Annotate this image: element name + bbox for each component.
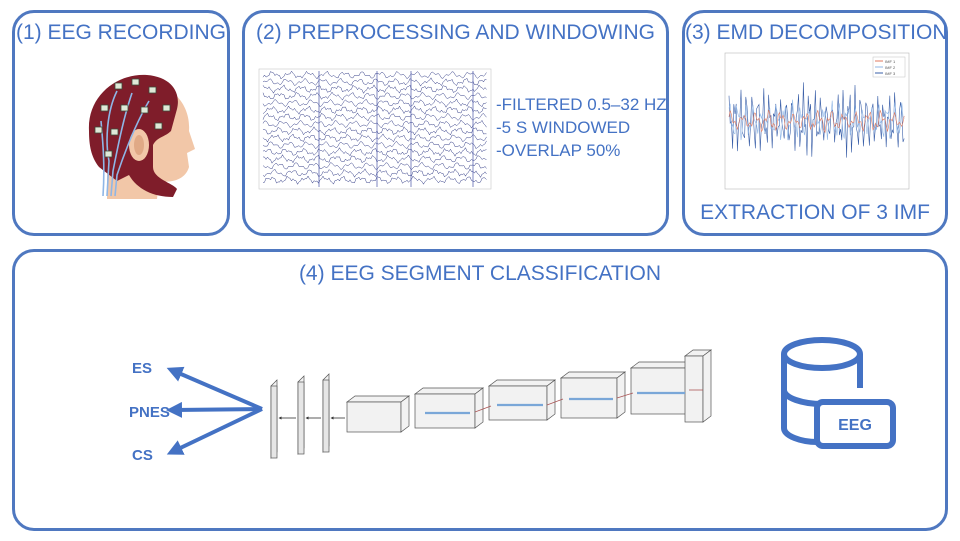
imf-trace xyxy=(728,109,905,134)
eeg-channel-trace xyxy=(262,70,487,80)
eeg-channel-trace xyxy=(262,154,487,164)
panel-emd-decomposition: (3) EMD DECOMPOSITION IMF 1 IMF 2 IMF 3 … xyxy=(682,10,948,236)
database-label: EEG xyxy=(838,417,872,434)
output-arrows xyxy=(166,366,263,455)
panel-title: (1) EEG RECORDING xyxy=(15,21,227,44)
eeg-cap-head-illustration xyxy=(88,74,195,199)
eeg-channel-trace xyxy=(262,84,487,94)
class-label-cs: CS xyxy=(132,447,153,464)
eeg-channel-trace xyxy=(262,140,487,150)
panel-title: (2) PREPROCESSING AND WINDOWING xyxy=(255,21,656,44)
eeg-channel-trace xyxy=(262,112,487,122)
legend-imf-1: IMF 1 xyxy=(885,59,896,64)
eeg-channel-trace xyxy=(262,77,487,87)
eeg-channel-trace xyxy=(262,126,487,136)
eeg-channel-trace xyxy=(262,175,487,185)
legend-imf-2: IMF 2 xyxy=(885,65,896,70)
preprocessing-step-overlap: -OVERLAP 50% xyxy=(496,141,621,160)
eeg-multichannel-plot xyxy=(258,68,492,190)
class-label-es: ES xyxy=(132,360,153,377)
imf-signal-plot: IMF 1 IMF 2 IMF 3 xyxy=(724,52,910,190)
panel-title: (4) EEG SEGMENT CLASSIFICATION xyxy=(298,262,662,285)
panel-eeg-recording: (1) EEG RECORDING xyxy=(12,10,230,236)
panel-segment-classification: (4) EEG SEGMENT CLASSIFICATION ES PNES C… xyxy=(12,249,948,531)
panel-title: (3) EMD DECOMPOSITION xyxy=(685,21,948,44)
preprocessing-step-filter: -FILTERED 0.5–32 HZ xyxy=(496,95,667,114)
class-label-pnes: PNES xyxy=(129,404,170,421)
eeg-channel-trace xyxy=(262,91,487,101)
panel-preprocessing: (2) PREPROCESSING AND WINDOWING -FILTERE… xyxy=(242,10,669,236)
eeg-channel-trace xyxy=(262,161,487,170)
imf-trace xyxy=(728,82,905,158)
eeg-database-icon: EEG xyxy=(781,337,896,449)
eeg-channel-trace xyxy=(262,119,487,129)
eeg-channel-trace xyxy=(262,168,487,178)
preprocessing-step-window: -5 S WINDOWED xyxy=(496,118,631,137)
eeg-channel-trace xyxy=(262,105,487,115)
eeg-channel-trace xyxy=(262,98,487,108)
legend-imf-3: IMF 3 xyxy=(885,71,896,76)
emd-caption: EXTRACTION OF 3 IMF xyxy=(700,201,930,224)
eeg-channel-trace xyxy=(262,133,487,143)
cnn-architecture-diagram xyxy=(270,349,713,459)
eeg-channel-trace xyxy=(262,147,487,157)
